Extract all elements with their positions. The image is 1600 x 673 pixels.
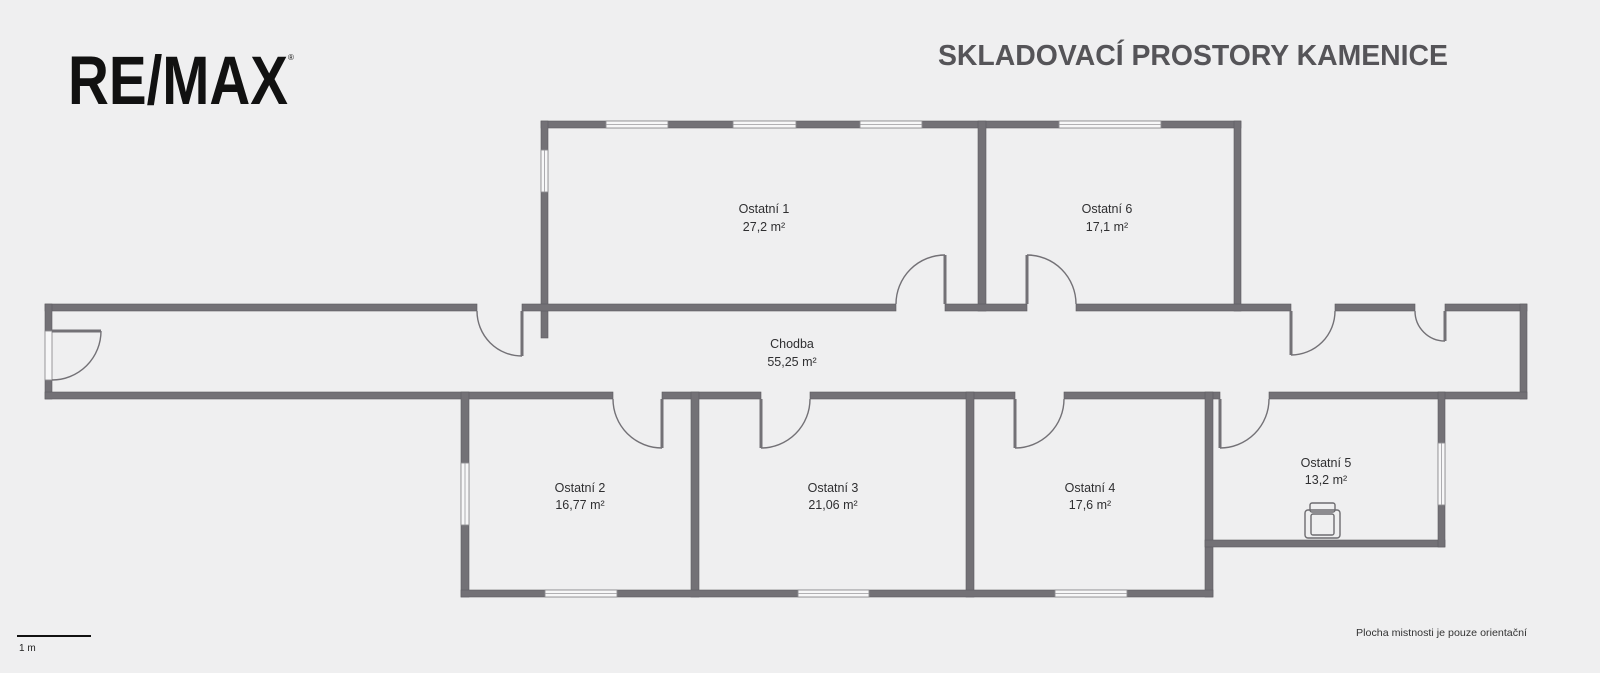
door-swing-arc [1414,310,1446,342]
wall-corridor-north [1334,303,1416,312]
room-name: Ostatní 2 [555,481,606,495]
room-name: Ostatní 1 [739,202,790,216]
door-ostatni-6 [1025,254,1077,305]
door-threshold-west [44,330,53,381]
wall-corridor-north [1075,303,1292,312]
door-swing-arc [895,254,946,305]
door-corridor-north-left [476,310,524,357]
room-name: Ostatní 6 [1082,202,1133,216]
door-entrance-west [51,329,102,381]
room-area: 21,06 m² [808,498,857,512]
wall-ostatni-4-east [1204,391,1214,598]
room-name: Ostatní 4 [1065,481,1116,495]
room-area: 13,2 m² [1305,473,1347,487]
wall-corridor-south [1063,391,1221,400]
room-label-ostatni-4: Ostatní 4 17,6 m² [1065,481,1116,512]
remax-logo: RE/MAX ® [68,42,294,119]
wall-ostatni-6-east [1233,120,1242,312]
room-label-ostatni-3: Ostatní 3 21,06 m² [808,481,859,512]
room-name: Chodba [770,337,814,351]
logo-registered-mark: ® [288,53,294,62]
door-ostatni-1 [895,254,947,305]
wall-corridor-north [44,303,478,312]
plan-title: SKLADOVACÍ PROSTORY KAMENICE [938,38,1448,72]
wall-corridor-south [661,391,762,400]
door-swing-arc [612,398,663,449]
wall-divider-2-3 [690,391,700,598]
door-ostatni-2 [612,398,664,449]
windows [460,120,1446,598]
doors [51,254,1447,449]
wall-corridor-south [44,391,614,400]
door-swing-arc [760,398,811,449]
armchair-seat [1310,513,1335,536]
scale-bar: 1 m [17,635,91,654]
room-name: Ostatní 3 [808,481,859,495]
wall-ostatni-1-west [540,120,549,339]
room-labels: Ostatní 1 27,2 m² Ostatní 6 17,1 m² Chod… [555,202,1352,512]
armchair-frame [1304,509,1341,539]
room-area: 17,1 m² [1086,220,1128,234]
door-swing-arc [1290,310,1336,356]
wall-divider-1-6 [977,120,987,312]
scale-bar-label: 1 m [19,643,36,654]
door-ostatni-4 [1013,398,1065,449]
door-swing-arc [1026,254,1077,305]
armchair-icon [1304,502,1341,539]
armchair-backrest [1309,502,1336,513]
room-area: 16,77 m² [555,498,604,512]
room-name: Ostatní 5 [1301,456,1352,470]
door-swing-arc [1219,398,1270,449]
room-area: 27,2 m² [743,220,785,234]
area-disclaimer: Plocha mistnosti je pouze orientační [1356,627,1527,639]
wall-divider-3-4 [965,391,975,598]
wall-corridor-north [1444,303,1528,312]
wall-corridor-north [944,303,1028,312]
wall-corridor-south [809,391,1016,400]
door-ostatni-3 [759,398,811,449]
room-label-ostatni-6: Ostatní 6 17,1 m² [1082,202,1133,234]
room-label-ostatni-2: Ostatní 2 16,77 m² [555,481,606,512]
room-label-chodba: Chodba 55,25 m² [767,337,816,369]
room-label-ostatni-5: Ostatní 5 13,2 m² [1301,456,1352,487]
room-label-ostatni-1: Ostatní 1 27,2 m² [739,202,790,234]
room-area: 55,25 m² [767,355,816,369]
door-swing-arc [476,310,523,357]
room-area: 17,6 m² [1069,498,1111,512]
door-swing-arc [1014,398,1065,449]
door-ostatni-5 [1218,398,1270,449]
wall-corridor-west [44,303,53,332]
wall-corridor-east [1519,303,1528,400]
wall-ostatni-5-south [1204,539,1446,548]
door-swing-arc [51,330,102,381]
wall-corridor-north [521,303,897,312]
door-corridor-north-right-2 [1414,310,1447,342]
door-corridor-north-right-1 [1289,310,1336,356]
logo-wordmark: RE/MAX [68,42,288,119]
wall-corridor-south [1268,391,1528,400]
